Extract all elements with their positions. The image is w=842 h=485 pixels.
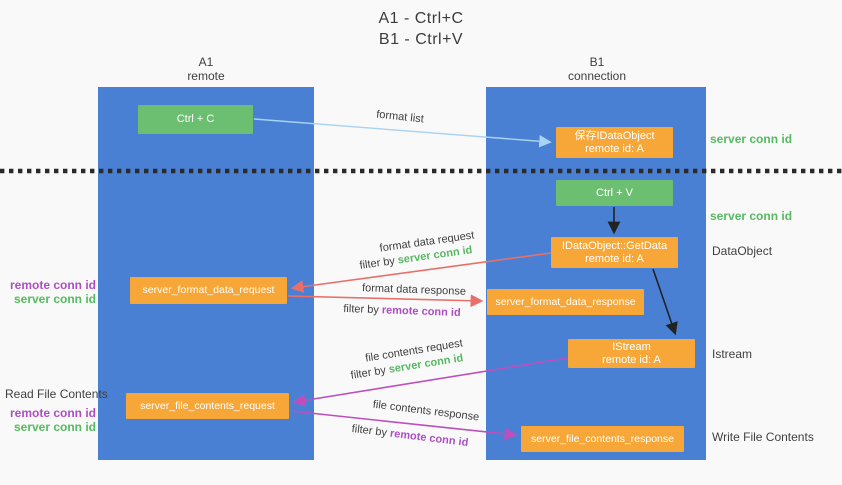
istream-line1: IStream (612, 340, 651, 353)
read-file-contents-label: Read File Contents (5, 387, 108, 401)
server-format-data-response-node: server_format_data_response (487, 289, 644, 315)
format-list-label: format list (375, 108, 425, 126)
filter-by-text: filter by (343, 302, 383, 317)
getdata-node: IDataObject::GetData remote id: A (551, 237, 678, 268)
left-conn-id-group-1: remote conn id server conn id (0, 278, 96, 306)
remote-conn-id-label-2: remote conn id (9, 406, 96, 420)
istream-side-label: Istream (712, 347, 753, 361)
istream-node: IStream remote id: A (568, 339, 695, 368)
istream-line2: remote id: A (602, 353, 661, 366)
column-a1-name: A1 (198, 55, 214, 69)
getdata-line2: remote id: A (585, 252, 644, 265)
save-idataobject-node: 保存IDataObject remote id: A (556, 127, 673, 158)
file-contents-response-filter-label: filter by remote conn id (351, 423, 469, 449)
server-conn-id-label-mid: server conn id (710, 209, 793, 223)
write-file-contents-label: Write File Contents (712, 430, 814, 444)
dataobject-label: DataObject (712, 244, 773, 258)
title-line-1: A1 - Ctrl+C (378, 10, 464, 27)
column-b1-subtitle: connection (567, 69, 627, 83)
server-format-data-request-label: server_format_data_request (142, 284, 275, 296)
ctrl-v-label: Ctrl + V (596, 186, 633, 199)
server-format-data-request-node: server_format_data_request (130, 277, 287, 304)
file-contents-response-label: file contents response (372, 398, 480, 424)
ctrl-v-node: Ctrl + V (556, 180, 673, 206)
ctrl-c-label: Ctrl + C (176, 113, 215, 125)
remote-conn-id-key: remote conn id (381, 304, 461, 320)
filter-by-text: filter by (349, 363, 390, 382)
format-data-response-filter-label: filter by remote conn id (343, 303, 461, 319)
server-conn-id-label-top: server conn id (710, 132, 793, 146)
server-file-contents-request-label: server_file_contents_request (140, 399, 275, 412)
server-file-contents-request-node: server_file_contents_request (126, 393, 289, 419)
title-line-2: B1 - Ctrl+V (378, 31, 464, 48)
remote-conn-id-label-1: remote conn id (9, 278, 96, 292)
remote-conn-id-key: remote conn id (389, 427, 469, 450)
diagram-title: A1 - Ctrl+C B1 - Ctrl+V (0, 8, 842, 50)
left-conn-id-group-2: remote conn id server conn id (0, 406, 96, 434)
server-file-contents-response-node: server_file_contents_response (521, 426, 684, 452)
format-data-response-label: format data response (361, 282, 467, 298)
save-idataobject-line1: 保存IDataObject (574, 129, 655, 142)
server-conn-id-label-1: server conn id (13, 292, 96, 306)
server-file-contents-response-label: server_file_contents_response (530, 432, 674, 445)
column-header-a1: A1 remote (126, 55, 286, 83)
getdata-line1: IDataObject::GetData (561, 239, 668, 252)
ctrl-c-node: Ctrl + C (138, 105, 253, 134)
server-format-data-response-label: server_format_data_response (495, 295, 636, 308)
column-a1-subtitle: remote (187, 69, 225, 83)
server-conn-id-label-2: server conn id (13, 420, 96, 434)
save-idataobject-line2: remote id: A (585, 142, 644, 155)
filter-by-text: filter by (351, 422, 391, 440)
column-header-b1: B1 connection (517, 55, 677, 83)
column-b1-name: B1 (589, 55, 605, 69)
filter-by-text: filter by (358, 254, 399, 272)
